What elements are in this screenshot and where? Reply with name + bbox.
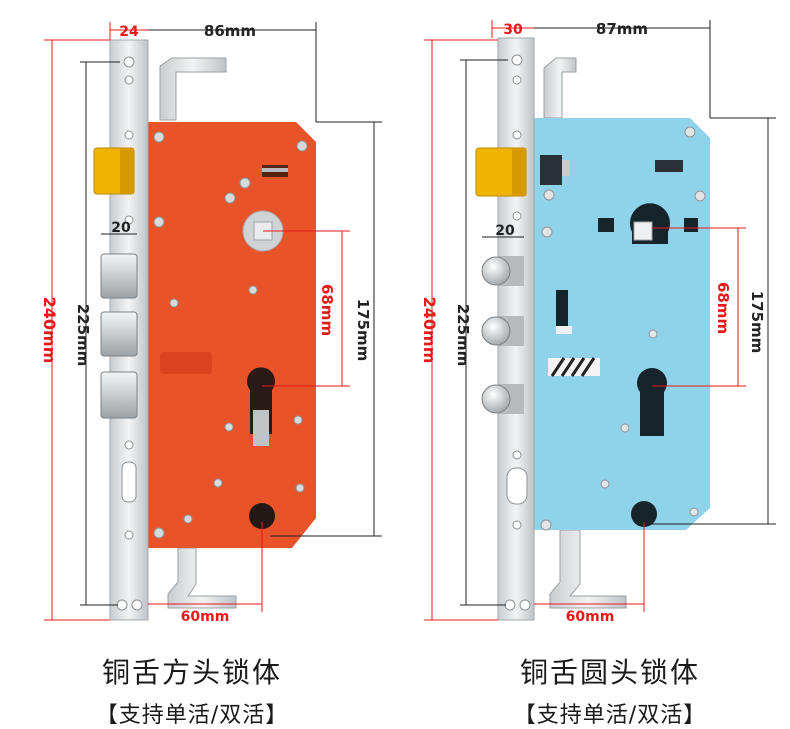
left-dim-case-height: 175mm xyxy=(354,299,372,362)
left-lock-caption: 铜舌方头锁体 【支持单活/双活】 xyxy=(42,651,342,729)
left-dim-backset: 60mm xyxy=(181,609,230,625)
right-lock-name: 铜舌圆头锁体 xyxy=(519,656,700,689)
right-vertical-slot xyxy=(556,290,568,332)
left-cylinder-cam xyxy=(253,410,269,446)
right-dim-faceplate-width: 30 xyxy=(503,22,523,38)
right-vertical-tab xyxy=(556,326,572,334)
left-lock-subtitle: 【支持单活/双活】 xyxy=(95,703,289,728)
left-slot-bar xyxy=(262,168,288,172)
left-dim-cylinder-spacing: 68mm xyxy=(318,284,336,336)
right-dim-cylinder-spacing: 68mm xyxy=(714,282,732,334)
right-lock-caption: 铜舌圆头锁体 【支持单活/双活】 xyxy=(460,651,760,729)
left-auxiliary-latch xyxy=(121,461,137,503)
right-round-deadbolts xyxy=(481,256,524,414)
right-dimension-lines xyxy=(424,20,776,621)
left-square-deadbolts xyxy=(100,253,138,419)
right-bottom-bracket xyxy=(549,529,627,609)
left-keyhole xyxy=(249,503,275,529)
right-top-bracket xyxy=(543,57,577,119)
right-slot-tab xyxy=(562,160,570,176)
right-dimension-labels: 30 87mm 20 240mm 225mm 68mm 175mm 60mm xyxy=(420,20,766,625)
right-lock-subtitle: 【支持单活/双活】 xyxy=(513,703,707,728)
right-dim-case-depth: 87mm xyxy=(596,20,648,38)
left-dim-bolt-depth: 20 xyxy=(111,220,131,236)
right-left-hole xyxy=(598,218,614,232)
left-lock-case xyxy=(147,122,316,548)
left-dimension-labels: 24 86mm 20 240mm 225mm 68mm 175mm 60mm xyxy=(40,22,372,625)
right-dim-total-height: 240mm xyxy=(420,297,439,364)
left-dim-total-height: 240mm xyxy=(40,297,59,364)
left-guide-bar xyxy=(160,352,212,374)
left-dim-faceplate-width: 24 xyxy=(119,24,139,40)
right-dim-hole-pitch: 225mm xyxy=(454,304,472,367)
right-dim-backset: 60mm xyxy=(566,609,615,625)
left-dim-case-depth: 86mm xyxy=(204,22,256,40)
left-lock xyxy=(93,39,316,621)
left-lock-name: 铜舌方头锁体 xyxy=(101,656,282,689)
left-dimension-lines xyxy=(44,22,382,621)
right-lock xyxy=(475,37,710,621)
right-auxiliary-latch xyxy=(506,467,528,505)
right-keyhole xyxy=(631,501,657,527)
right-right-hole xyxy=(684,218,698,232)
right-slot-window xyxy=(540,155,562,185)
right-top-slot xyxy=(655,160,683,172)
right-dim-bolt-depth: 20 xyxy=(495,223,515,239)
right-cylinder-cutout xyxy=(637,368,667,436)
left-top-bracket xyxy=(159,57,227,121)
right-spindle-square xyxy=(633,221,653,241)
left-dim-hole-pitch: 225mm xyxy=(74,304,92,367)
right-dim-case-height: 175mm xyxy=(748,291,766,354)
left-bottom-bracket xyxy=(167,547,237,609)
